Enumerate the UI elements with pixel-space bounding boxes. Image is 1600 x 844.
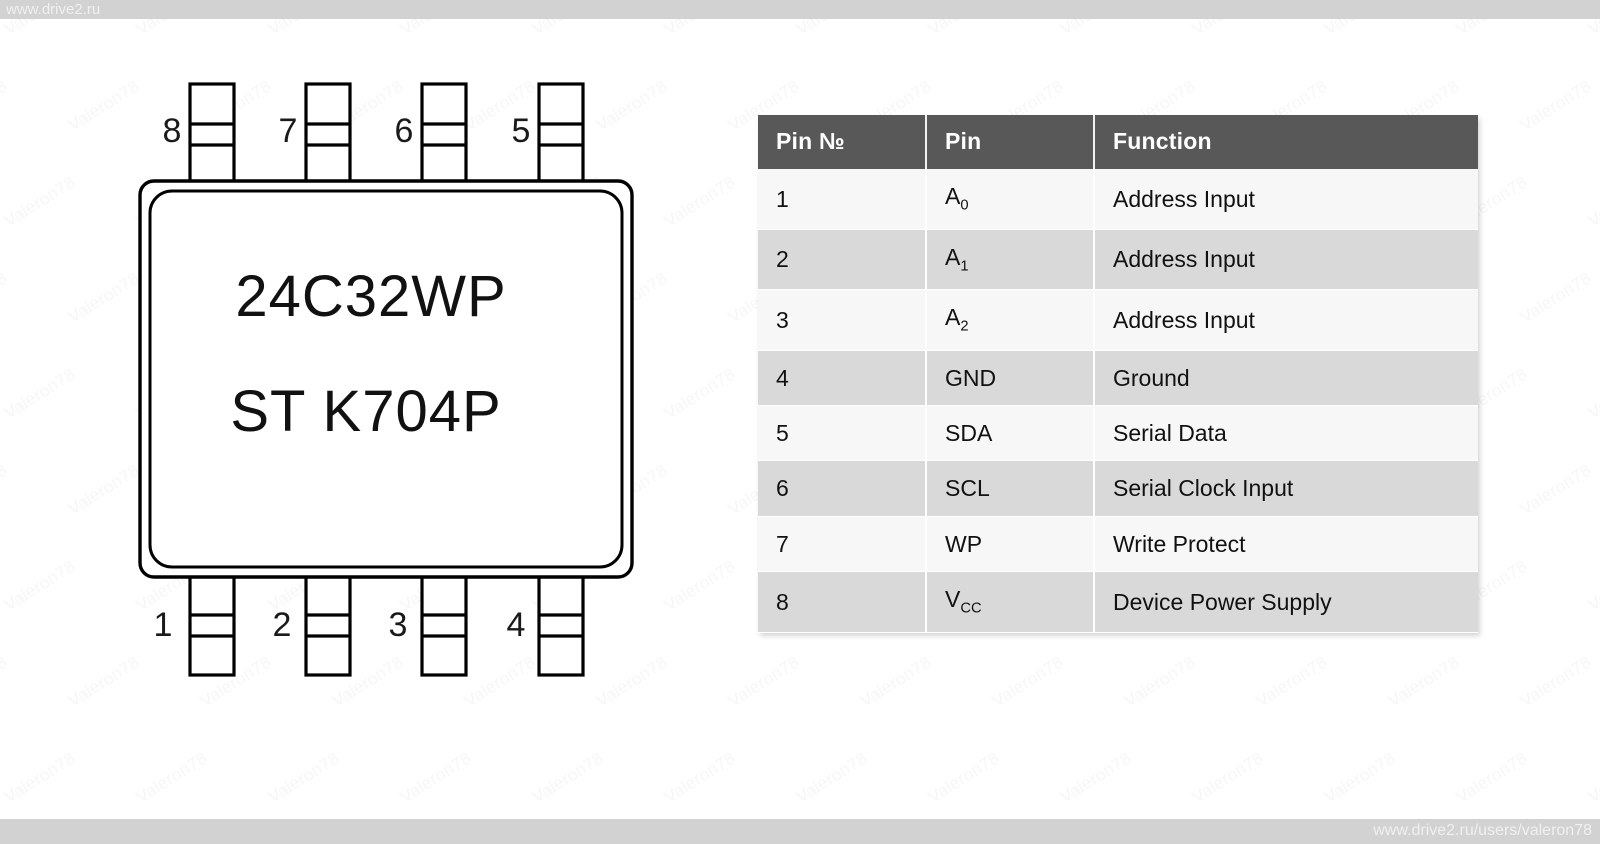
cell-pin-name: VCC xyxy=(926,571,1095,633)
pin-name-base: SCL xyxy=(945,475,990,502)
pin-number-label-3: 3 xyxy=(389,606,408,644)
cell-pin-number: 3 xyxy=(758,289,927,351)
table-row: 5 SDA Serial Data xyxy=(758,405,1478,462)
cell-pin-name: SCL xyxy=(926,460,1095,517)
table-row: 4 GND Ground xyxy=(758,350,1478,406)
pin-lead-8 xyxy=(188,82,236,186)
pin-name-base: A xyxy=(945,243,961,270)
watermark-tile: Valeron78 xyxy=(1584,172,1600,231)
watermark-tile: Valeron78 xyxy=(1320,748,1399,807)
cell-pin-name: A1 xyxy=(926,229,1095,291)
pin-lead-4 xyxy=(537,573,585,677)
pin-lead-1 xyxy=(188,573,236,677)
watermark-tile: Valeron78 xyxy=(924,748,1003,807)
pin-number-label-2: 2 xyxy=(273,606,292,644)
cell-pin-number: 7 xyxy=(758,516,927,573)
pin-name-base: SDA xyxy=(945,419,993,446)
pin-number-label-5: 5 xyxy=(512,112,531,150)
cell-function: Serial Clock Input xyxy=(1094,460,1478,517)
pin-name-subscript: 1 xyxy=(960,258,969,275)
cell-function: Ground xyxy=(1094,350,1478,406)
watermark-tile: Valeron78 xyxy=(1516,268,1595,327)
pin-number-label-1: 1 xyxy=(154,606,173,644)
pin-name-base: WP xyxy=(945,530,983,557)
watermark-tile: Valeron78 xyxy=(1516,76,1595,135)
watermark-tile: Valeron78 xyxy=(1120,652,1199,711)
pin-name-subscript: 2 xyxy=(960,318,969,335)
cell-function: Write Protect xyxy=(1094,516,1478,573)
cell-pin-number: 4 xyxy=(758,350,927,406)
pin-name-base: A xyxy=(945,304,961,331)
watermark-tile: Valeron78 xyxy=(724,652,803,711)
watermark-tile: Valeron78 xyxy=(1452,748,1531,807)
cell-pin-name: GND xyxy=(926,350,1095,406)
watermark-tile: Valeron78 xyxy=(1252,652,1331,711)
cell-pin-number: 5 xyxy=(758,405,927,462)
watermark-tile: Valeron78 xyxy=(1188,748,1267,807)
bottom-site-url: www.drive2.ru/users/valeron78 xyxy=(1373,822,1592,839)
pin-name-base: A xyxy=(945,183,961,209)
watermark-tile: Valeron78 xyxy=(1516,460,1595,519)
watermark-tile: Valeron78 xyxy=(792,748,871,807)
cell-pin-number: 8 xyxy=(758,571,927,633)
chip-marking-line-2: ST K704P xyxy=(230,379,501,444)
cell-pin-name: A2 xyxy=(926,289,1095,351)
pin-name-base: V xyxy=(945,586,961,613)
bottom-pin-group xyxy=(188,573,585,677)
chip-package-diagram: 8 7 6 5 1 2 3 4 24C32WP ST K704P xyxy=(0,19,720,819)
cell-pin-name: A0 xyxy=(926,169,1095,230)
cell-pin-name: WP xyxy=(926,516,1095,573)
pin-lead-2 xyxy=(304,573,352,677)
pin-number-label-7: 7 xyxy=(279,112,298,150)
cell-function: Device Power Supply xyxy=(1094,571,1478,633)
pin-name-base: GND xyxy=(945,364,997,391)
top-site-bar: www.drive2.ru xyxy=(0,0,1600,19)
watermark-tile: Valeron78 xyxy=(988,652,1067,711)
pin-lead-3 xyxy=(420,573,468,677)
cell-pin-name: SDA xyxy=(926,405,1095,462)
pin-number-label-6: 6 xyxy=(395,112,414,150)
watermark-tile: Valeron78 xyxy=(1384,652,1463,711)
chip-body xyxy=(138,179,634,579)
cell-function: Serial Data xyxy=(1094,405,1478,462)
watermark-tile: Valeron78 xyxy=(1584,364,1600,423)
pin-name-subscript: 0 xyxy=(960,197,969,214)
watermark-tile: Valeron78 xyxy=(1056,748,1135,807)
cell-pin-number: 6 xyxy=(758,460,927,517)
pin-lead-5 xyxy=(537,82,585,186)
top-site-url: www.drive2.ru xyxy=(6,1,101,18)
cell-function: Address Input xyxy=(1094,289,1478,351)
table-row: 7 WP Write Protect xyxy=(758,516,1478,573)
chip-package-svg: 8 7 6 5 1 2 3 4 24C32WP ST K704P xyxy=(138,82,634,677)
table-header: Pin № Pin Function xyxy=(758,115,1478,169)
column-header-pin-name: Pin xyxy=(926,115,1095,169)
column-header-function: Function xyxy=(1094,115,1478,169)
pin-name-subscript: CC xyxy=(960,600,982,617)
pin-lead-6 xyxy=(420,82,468,186)
table-row: 6 SCL Serial Clock Input xyxy=(758,460,1478,517)
column-header-pin-number: Pin № xyxy=(758,115,927,169)
pin-lead-7 xyxy=(304,82,352,186)
table-header-row: Pin № Pin Function xyxy=(758,115,1478,169)
cell-pin-number: 2 xyxy=(758,229,927,291)
cell-function: Address Input xyxy=(1094,229,1478,291)
watermark-tile: Valeron78 xyxy=(1584,556,1600,615)
watermark-tile: Valeron78 xyxy=(1584,748,1600,807)
cell-function: Address Input xyxy=(1094,169,1478,230)
cell-pin-number: 1 xyxy=(758,169,927,230)
top-pin-group xyxy=(188,82,585,186)
pin-number-label-8: 8 xyxy=(163,112,182,150)
watermark-tile: Valeron78 xyxy=(1516,652,1595,711)
watermark-tile: Valeron78 xyxy=(856,652,935,711)
pin-number-label-4: 4 xyxy=(507,606,526,644)
chip-marking-line-1: 24C32WP xyxy=(235,264,506,329)
bottom-site-bar: www.drive2.ru/users/valeron78 xyxy=(0,819,1600,844)
